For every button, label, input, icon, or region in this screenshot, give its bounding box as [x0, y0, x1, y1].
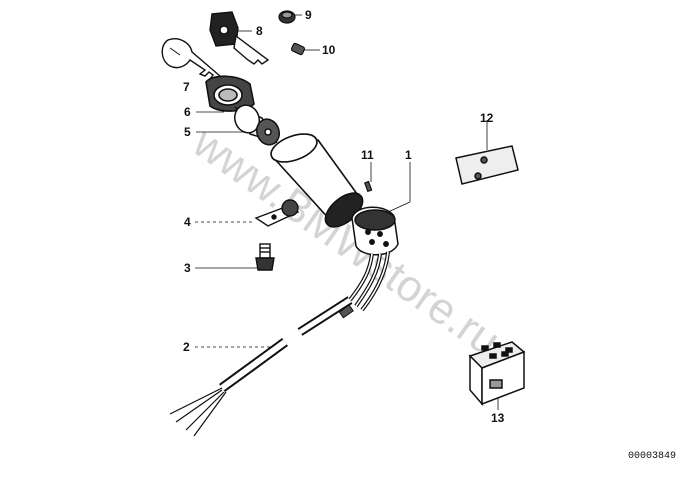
- relay-part-13: [468, 341, 526, 407]
- callout-13: 13: [491, 411, 505, 425]
- watermark: www.BMWstore.ru: [183, 117, 508, 365]
- lock-cylinder-part-5: [233, 104, 281, 146]
- cap-part-9: [278, 10, 296, 24]
- callout-2: 2: [183, 340, 190, 354]
- callout-10: 10: [322, 43, 336, 57]
- callout-4: 4: [184, 215, 191, 229]
- key-part-8: [209, 11, 270, 65]
- leader-1b: [387, 201, 411, 213]
- switch-body-part-1: [348, 206, 399, 312]
- callout-5: 5: [184, 125, 191, 139]
- callout-1: 1: [405, 148, 412, 162]
- bracket-part-4: [254, 199, 300, 227]
- callout-6: 6: [184, 105, 191, 119]
- callout-9: 9: [305, 8, 312, 22]
- leader-lines: [195, 14, 499, 410]
- callout-3: 3: [184, 261, 191, 275]
- callout-11: 11: [361, 148, 374, 162]
- pin-part-11: [363, 180, 373, 193]
- callout-7: 7: [183, 80, 190, 94]
- bezel-part-6: [205, 75, 255, 112]
- callout-8: 8: [256, 24, 263, 38]
- pin-part-10: [290, 42, 306, 56]
- screw-part-3: [255, 243, 275, 271]
- sleeve-housing: [270, 133, 364, 228]
- cable-harness-part-2: [169, 296, 354, 437]
- diagram-code: 00003849: [627, 451, 676, 462]
- key-part-7: [161, 38, 222, 81]
- callout-12: 12: [480, 111, 494, 125]
- plate-part-12: [455, 145, 519, 185]
